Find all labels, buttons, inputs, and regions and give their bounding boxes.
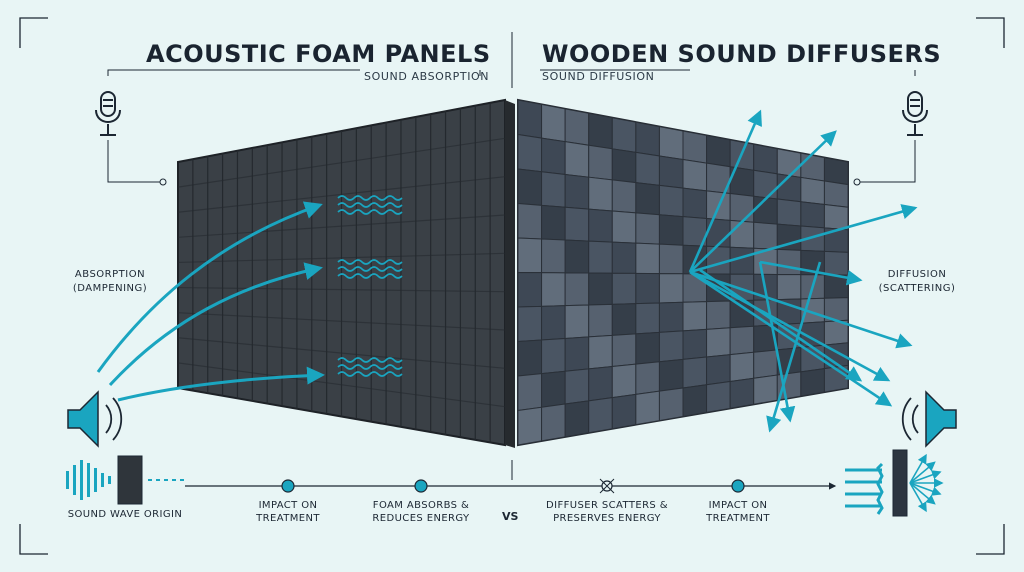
diffuser-scatter-icon bbox=[845, 450, 942, 516]
right-title: WOODEN SOUND DIFFUSERS bbox=[542, 40, 941, 68]
timeline-node-3 bbox=[600, 479, 614, 493]
speaker-icon-right bbox=[903, 392, 956, 446]
timeline bbox=[185, 460, 835, 493]
timeline-step-3-label: DIFFUSER SCATTERS & PRESERVES ENERGY bbox=[537, 499, 677, 525]
diffusion-label: DIFFUSION (SCATTERING) bbox=[862, 268, 972, 296]
timeline-node-1 bbox=[282, 480, 294, 492]
vs-label: VS bbox=[502, 510, 518, 523]
right-subtitle: SOUND DIFFUSION bbox=[542, 70, 654, 83]
absorption-label: ABSORPTION (DAMPENING) bbox=[60, 268, 160, 296]
diffuser-panel bbox=[518, 100, 848, 445]
left-title: ACOUSTIC FOAM PANELS bbox=[146, 40, 491, 68]
timeline-step-2-label: FOAM ABSORBS & REDUCES ENERGY bbox=[356, 499, 486, 525]
timeline-node-4 bbox=[732, 480, 744, 492]
sound-wave-origin-icon bbox=[66, 456, 184, 504]
sound-wave-origin-label: SOUND WAVE ORIGIN bbox=[60, 508, 190, 521]
timeline-node-2 bbox=[415, 480, 427, 492]
left-subtitle: SOUND ABSORPTION bbox=[364, 70, 489, 83]
microphone-icon-right bbox=[903, 92, 927, 135]
speaker-icon-left bbox=[68, 392, 121, 446]
timeline-step-1-label: IMPACT ON TREATMENT bbox=[228, 499, 348, 525]
timeline-step-4-label: IMPACT ON TREATMENT bbox=[678, 499, 798, 525]
foam-panel bbox=[178, 100, 515, 448]
microphone-icon-left bbox=[96, 92, 120, 135]
